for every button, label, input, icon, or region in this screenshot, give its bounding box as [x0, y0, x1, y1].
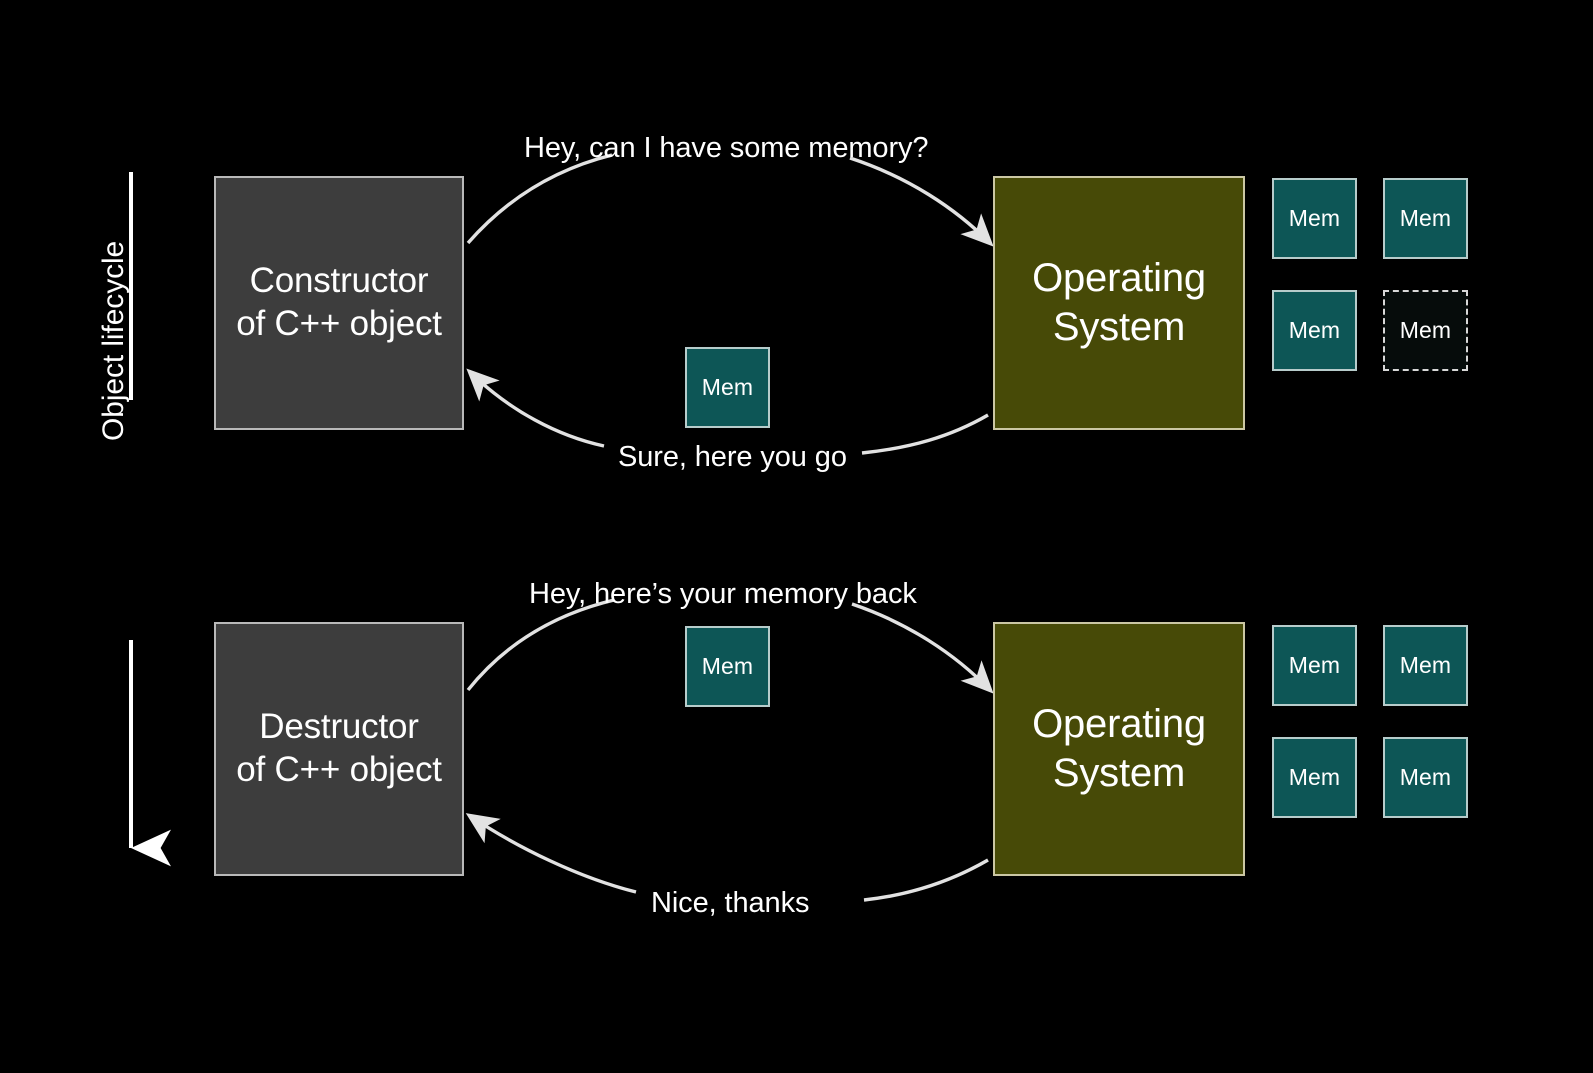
request-arrow-construction: [466, 153, 994, 247]
mem-pool-label-construction-0: Mem: [1288, 205, 1341, 231]
destructor-line-2: of C++ object: [236, 750, 442, 789]
mem-pool-block-destruction-2[interactable]: Mem: [1272, 737, 1357, 818]
mem-pool-block-construction-2[interactable]: Mem: [1272, 290, 1357, 371]
lifecycle-axis-label: Object lifecycle: [97, 240, 130, 441]
response-label-construction: Sure, here you go: [618, 441, 847, 473]
mem-pool-label-construction-2: Mem: [1288, 317, 1341, 343]
operating-system-box-construction[interactable]: Operating System: [993, 176, 1245, 430]
os-line-2-construction: System: [1052, 305, 1186, 349]
mem-pool-label-construction-1: Mem: [1399, 205, 1452, 231]
transit-mem-block-destruction[interactable]: Mem: [685, 626, 770, 707]
os-line-2-destruction: System: [1052, 751, 1186, 795]
mem-pool-label-destruction-1: Mem: [1399, 652, 1452, 678]
operating-system-text-destruction: Operating System: [1032, 700, 1206, 798]
response-label-destruction: Nice, thanks: [651, 887, 810, 919]
destructor-box-text: Destructor of C++ object: [236, 706, 442, 791]
operating-system-text-construction: Operating System: [1032, 254, 1206, 352]
operating-system-box-destruction[interactable]: Operating System: [993, 622, 1245, 876]
os-line-1-destruction: Operating: [1032, 702, 1206, 747]
mem-pool-label-destruction-0: Mem: [1288, 652, 1341, 678]
mem-pool-block-construction-1[interactable]: Mem: [1383, 178, 1468, 259]
transit-mem-block-construction[interactable]: Mem: [685, 347, 770, 428]
mem-pool-block-construction-0[interactable]: Mem: [1272, 178, 1357, 259]
constructor-box[interactable]: Constructor of C++ object: [214, 176, 464, 430]
constructor-box-text: Constructor of C++ object: [236, 260, 442, 345]
request-label-destruction: Hey, here’s your memory back: [529, 578, 917, 610]
transit-mem-label-construction: Mem: [701, 374, 754, 400]
transit-mem-label-destruction: Mem: [701, 653, 754, 679]
destructor-box[interactable]: Destructor of C++ object: [214, 622, 464, 876]
mem-pool-block-destruction-1[interactable]: Mem: [1383, 625, 1468, 706]
mem-pool-block-destruction-3[interactable]: Mem: [1383, 737, 1468, 818]
constructor-line-1: Constructor: [249, 261, 429, 301]
destructor-line-1: Destructor: [259, 707, 419, 747]
request-label-construction: Hey, can I have some memory?: [524, 132, 929, 164]
mem-pool-label-destruction-3: Mem: [1399, 764, 1452, 790]
mem-pool-label-destruction-2: Mem: [1288, 764, 1341, 790]
mem-pool-label-construction-3: Mem: [1399, 317, 1452, 343]
letterbox-edge-right: [1579, 0, 1593, 1073]
mem-pool-block-construction-3[interactable]: Mem: [1383, 290, 1468, 371]
mem-pool-block-destruction-0[interactable]: Mem: [1272, 625, 1357, 706]
letterbox-edge-left: [0, 0, 14, 1073]
constructor-line-2: of C++ object: [236, 304, 442, 343]
os-line-1-construction: Operating: [1032, 256, 1206, 301]
